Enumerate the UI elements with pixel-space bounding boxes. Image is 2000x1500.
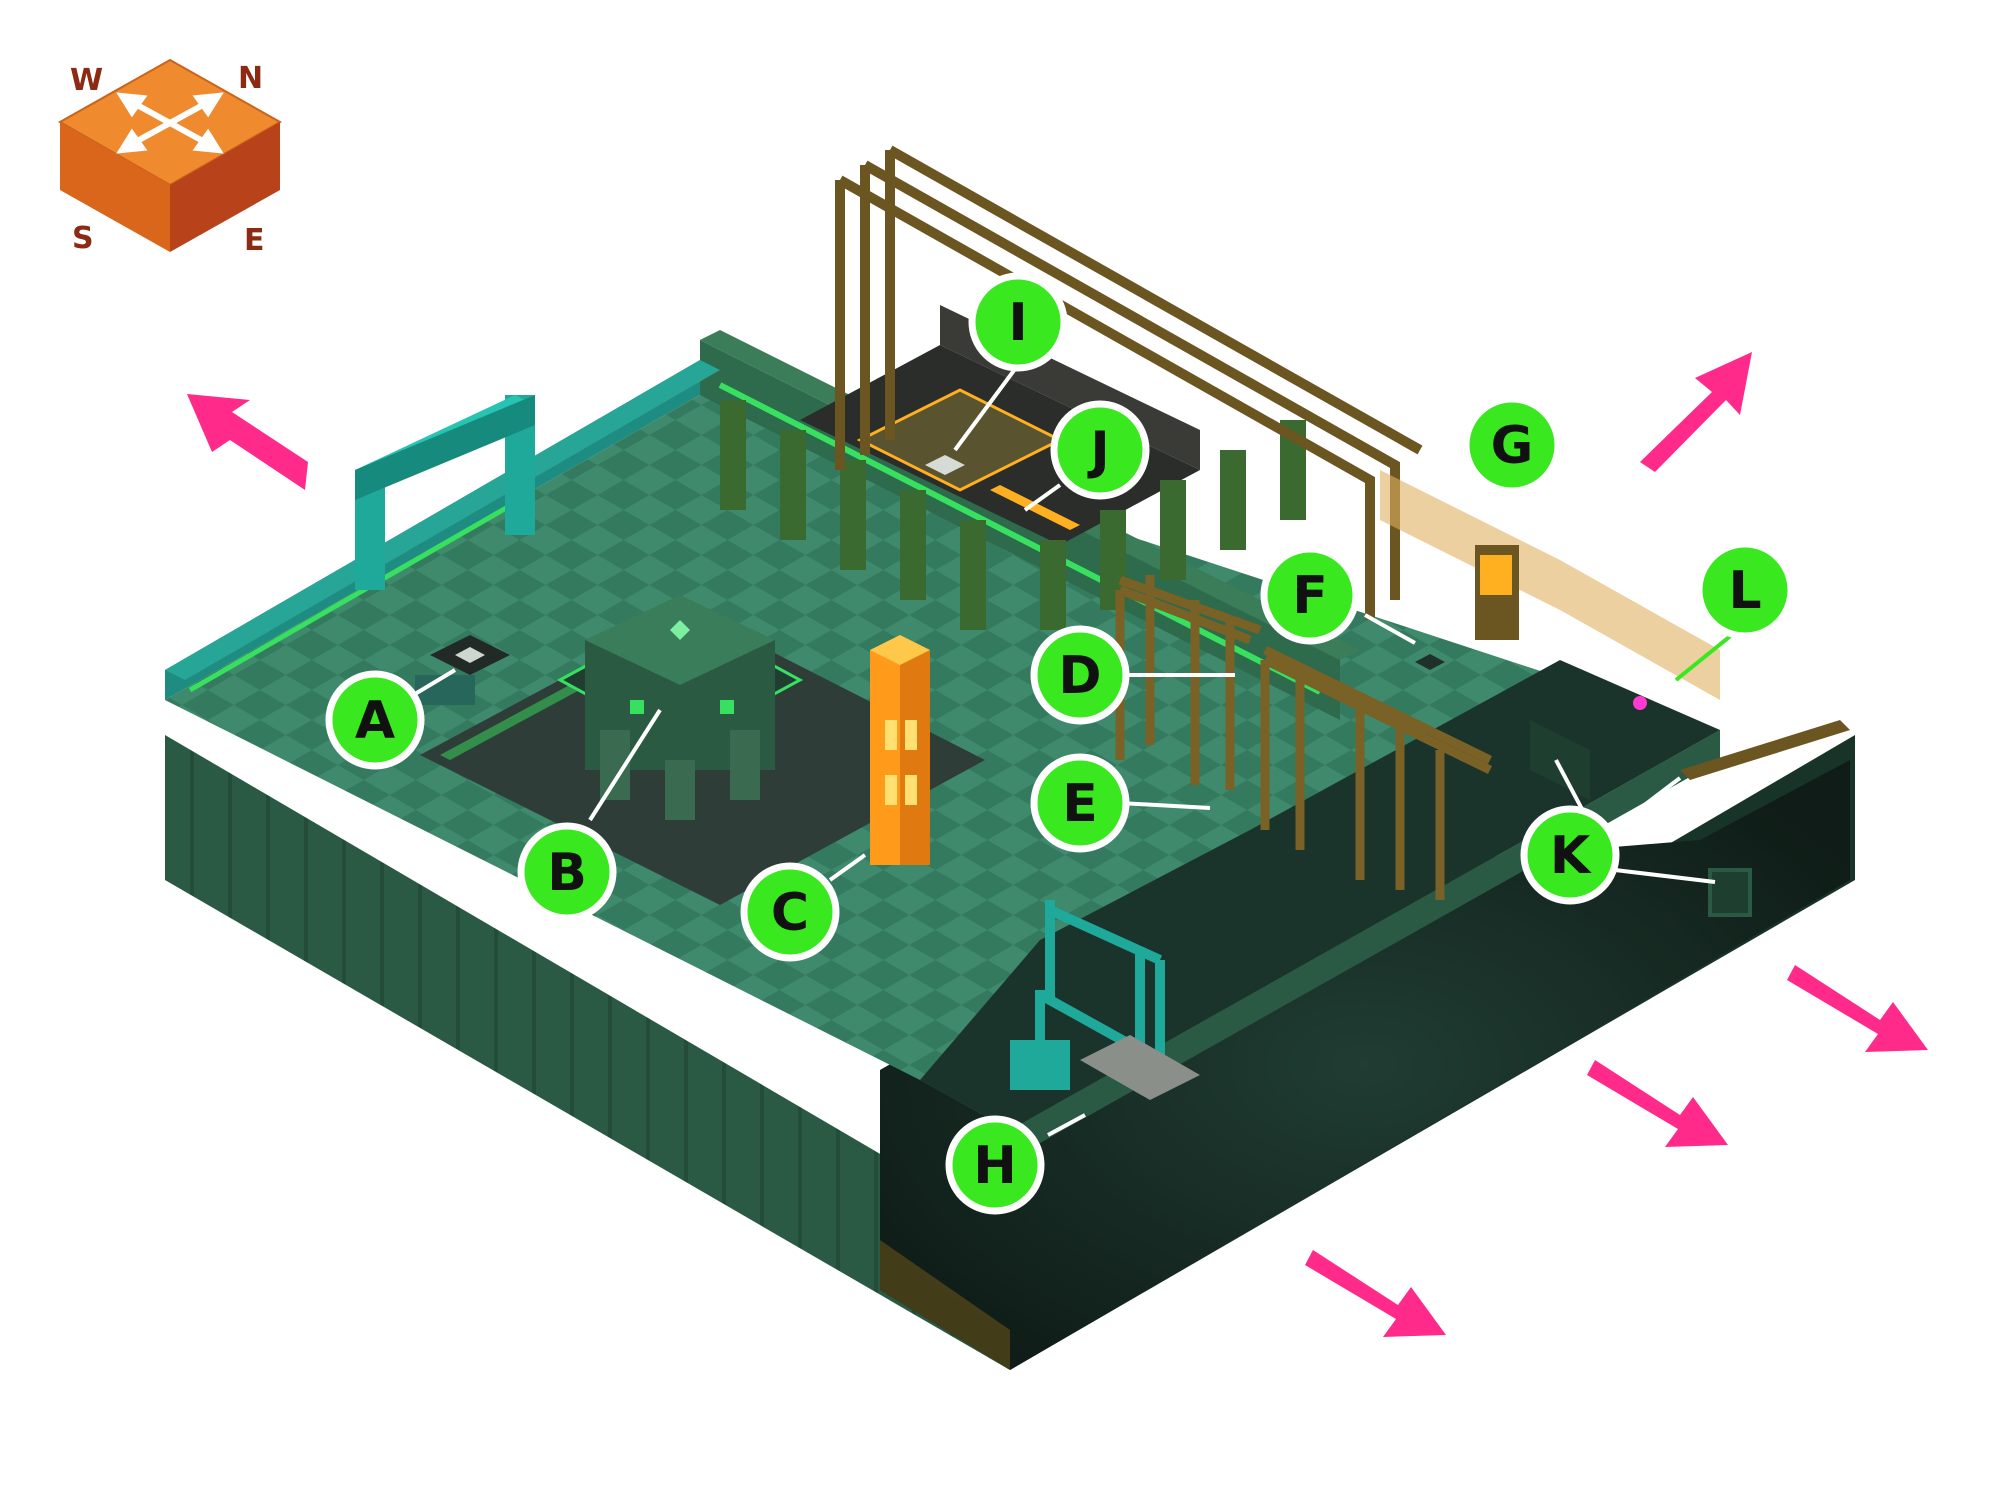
pit-h: [920, 660, 1720, 1130]
callout-h: H: [945, 1115, 1045, 1215]
floor-plate-f: [1415, 654, 1445, 670]
callout-e-label: E: [1062, 774, 1098, 834]
compass-label-east: E: [244, 223, 265, 258]
lantern-post-g: [1475, 545, 1519, 640]
compass-label-south: S: [72, 221, 94, 256]
compass-label-north: N: [238, 61, 263, 96]
fence-cage-e: [1260, 645, 1492, 900]
callout-d: D: [1030, 625, 1130, 725]
callout-i-label: I: [1008, 293, 1027, 353]
floor-switch-a: [415, 635, 510, 705]
base-sw-face: [165, 735, 1010, 1370]
guardian-statue-b: [556, 595, 804, 820]
compass-label-west: W: [70, 63, 103, 98]
compass-right-side: [170, 122, 280, 252]
compass-left-side: [60, 122, 170, 252]
crane-machine-h: [1010, 900, 1200, 1100]
exit-southeast-1-arrow-icon: [1787, 965, 1928, 1052]
compass-arrows-icon: [116, 92, 224, 154]
callout-g: G: [1462, 395, 1562, 495]
exit-northeast-arrow-icon: [1640, 352, 1752, 472]
callout-l-label: L: [1728, 561, 1761, 621]
callout-b: B: [517, 822, 617, 922]
callout-k-label: K: [1550, 826, 1592, 886]
exit-southeast-3-arrow-icon: [1305, 1250, 1446, 1337]
callout-j-label: J: [1087, 421, 1109, 481]
enclosure-fence: [720, 400, 1306, 630]
glowing-pillar-c: [870, 635, 930, 865]
exit-southeast-2-arrow-icon: [1587, 1060, 1728, 1147]
west-wall: [165, 360, 720, 700]
callout-d-label: D: [1058, 646, 1101, 706]
callout-b-label: B: [547, 843, 587, 903]
teal-archway: [355, 395, 535, 590]
callout-h-label: H: [973, 1136, 1017, 1196]
callout-j: J: [1050, 400, 1150, 500]
cave-pit: [880, 760, 1850, 1370]
callout-i: I: [968, 272, 1068, 372]
golden-corridor: [1380, 470, 1720, 700]
callout-f: F: [1260, 545, 1360, 645]
callout-a-label: A: [355, 691, 395, 751]
pink-marker-l: [1633, 696, 1647, 710]
callout-c-label: C: [771, 883, 809, 943]
callout-c: C: [740, 862, 840, 962]
callout-k: K: [1520, 805, 1620, 905]
ledge-passages-k: [1530, 720, 1850, 917]
exit-northwest-arrow-icon: [187, 394, 308, 490]
exit-arrows: [187, 352, 1928, 1337]
callout-l: L: [1695, 540, 1795, 640]
callout-g-label: G: [1491, 416, 1534, 476]
callout-e: E: [1030, 753, 1130, 853]
callout-f-label: F: [1292, 566, 1328, 626]
compass-widget: W N S E: [57, 58, 283, 258]
callout-a: A: [325, 670, 425, 770]
